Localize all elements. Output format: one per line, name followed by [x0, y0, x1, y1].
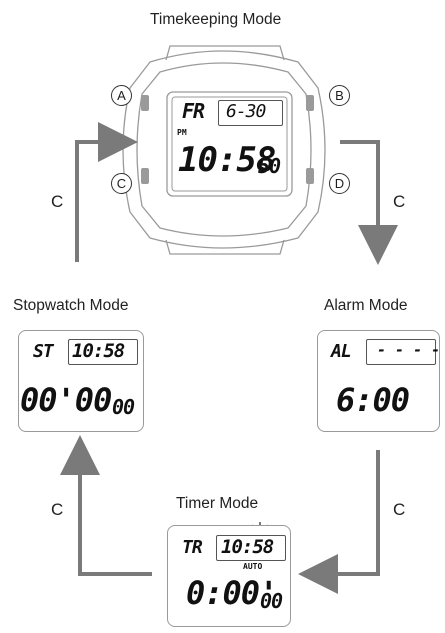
sw-time: 10:58	[72, 340, 125, 362]
tk-day: FR	[182, 99, 205, 123]
watch-lcd	[171, 96, 288, 192]
button-d-marker: D	[329, 173, 350, 194]
stopwatch-display	[18, 330, 144, 432]
al-value-box	[366, 339, 436, 365]
tr-time-box	[216, 535, 286, 561]
al-main: 6:00	[336, 381, 410, 419]
tr-time: 10:58	[221, 536, 274, 558]
sw-main: 00'00	[20, 381, 112, 419]
arrow-timer-to-stopwatch	[60, 435, 152, 576]
arrow-alarm-to-timer	[298, 450, 380, 594]
arrow-label-c: C	[51, 500, 64, 519]
arrow-timekeeping-to-alarm	[340, 140, 398, 265]
tk-hour-min: 10:58	[178, 140, 276, 180]
al-value: - - - -	[377, 341, 441, 359]
tk-date: 6-30	[226, 101, 266, 122]
title-alarm-mode: Alarm Mode	[324, 297, 408, 314]
arrow-label-c: C	[393, 192, 406, 211]
title-timekeeping-mode: Timekeeping Mode	[150, 11, 282, 28]
tr-main: 0:00'	[186, 574, 278, 612]
arrow-stopwatch-to-timekeeping	[75, 122, 138, 262]
button-b-marker: B	[329, 85, 350, 106]
sw-mode: ST	[33, 341, 54, 362]
tr-fraction: 00	[260, 589, 283, 613]
timer-display	[167, 525, 291, 627]
button-a-marker: A	[111, 85, 132, 106]
sw-fraction: 00	[112, 395, 135, 419]
tr-mode: TR	[182, 537, 203, 558]
alarm-display	[317, 330, 440, 432]
button-c-marker: C	[111, 173, 132, 194]
tk-seconds: 50	[258, 154, 281, 178]
title-timer-mode: Timer Mode	[176, 495, 259, 512]
sw-time-box	[68, 339, 138, 365]
title-stopwatch-mode: Stopwatch Mode	[13, 297, 129, 314]
tk-date-box	[218, 100, 283, 126]
tr-auto: AUTO	[243, 562, 263, 571]
tk-pm: PM	[177, 128, 187, 137]
al-mode: AL	[331, 341, 352, 362]
arrow-label-c: C	[51, 192, 64, 211]
arrow-label-c: C	[393, 500, 406, 519]
